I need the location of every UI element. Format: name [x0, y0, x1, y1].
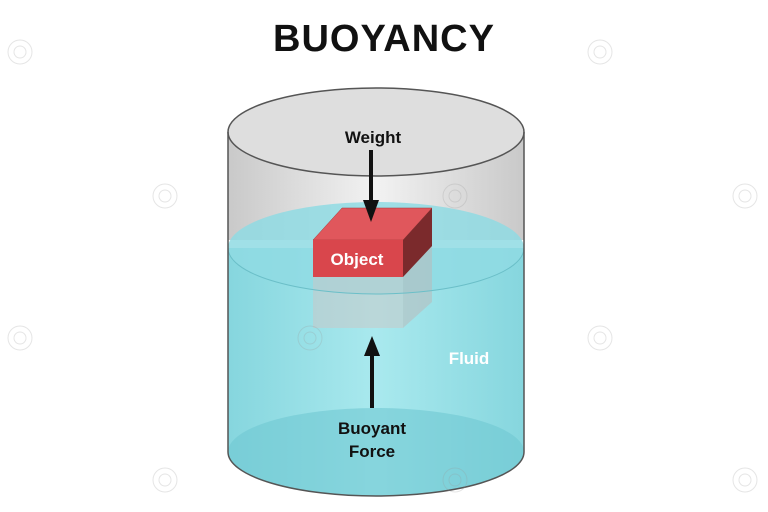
container-bottom [228, 408, 524, 496]
weight-label: Weight [345, 128, 402, 147]
object-front-face [313, 240, 403, 277]
object-side-face [403, 208, 432, 277]
buoyant-force-arrow [364, 336, 380, 408]
container-outline [227, 132, 525, 497]
weight-arrow [363, 150, 379, 222]
watermark [7, 39, 758, 493]
fluid-label: Fluid [449, 349, 490, 368]
buoyant-force-label-line2: Force [349, 442, 395, 461]
object-label: Object [331, 250, 384, 269]
diagram-title: BUOYANCY [273, 18, 495, 60]
object-block [312, 207, 433, 277]
buoyant-force-label-line1: Buoyant [338, 419, 406, 438]
